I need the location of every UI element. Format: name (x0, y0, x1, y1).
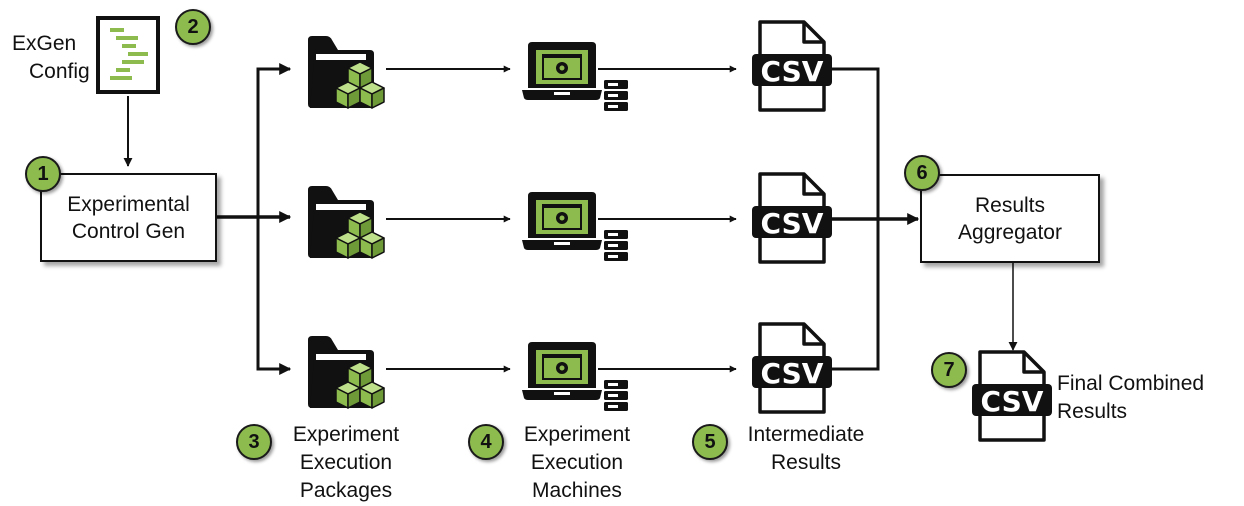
machines-label: Experiment Execution Machines (497, 421, 657, 505)
package-folder-icon-1 (307, 35, 385, 109)
step-badge-5: 5 (692, 424, 728, 460)
step-badge-1: 1 (25, 156, 61, 192)
arrow-control-to-top (256, 63, 292, 217)
arrow-control-to-bottom (256, 217, 292, 375)
control-gen-line2: Control Gen (71, 219, 186, 243)
package-folder-icon-2 (307, 185, 385, 259)
intermediate-label-line1: Intermediate (747, 423, 865, 446)
connector-lines (123, 63, 1018, 375)
final-label-line1: Final Combined (1057, 372, 1205, 395)
step-badge-2: 2 (175, 9, 211, 45)
packages-label: Experiment Execution Packages (266, 421, 426, 505)
machine-laptop-icon-2 (522, 192, 628, 261)
step-badge-7: 7 (931, 352, 967, 388)
config-label-line1: ExGen (12, 32, 77, 55)
intermediate-results-label: Intermediate Results (726, 421, 886, 477)
config-label: ExGen Config (12, 30, 90, 86)
packages-label-line1: Experiment (292, 423, 400, 446)
package-folder-icon-3 (307, 335, 385, 409)
packages-label-line3: Packages (299, 479, 393, 502)
csv-text-2: CSV (761, 207, 824, 240)
experimental-control-gen-box: Experimental Control Gen (40, 173, 217, 262)
csv-text-3: CSV (761, 357, 824, 390)
packages-label-line2: Execution (299, 451, 393, 474)
step-badge-6: 6 (904, 155, 940, 191)
machine-laptop-icon-1 (522, 42, 628, 111)
config-label-line2: Config (29, 60, 90, 83)
machines-label-line1: Experiment (523, 423, 631, 446)
step-badge-4: 4 (468, 424, 504, 460)
machines-label-line3: Machines (532, 479, 622, 502)
aggregator-line2: Aggregator (958, 220, 1062, 244)
step-badge-3: 3 (236, 424, 272, 460)
intermediate-label-line2: Results (770, 451, 842, 474)
results-aggregator-box: Results Aggregator (920, 174, 1100, 263)
final-combined-results-label: Final Combined Results (1057, 370, 1204, 426)
csv-text-1: CSV (761, 55, 824, 88)
config-document-icon (96, 16, 160, 94)
machines-label-line2: Execution (530, 451, 624, 474)
aggregator-line1: Results (974, 193, 1046, 217)
csv-text-final: CSV (981, 385, 1044, 418)
machine-laptop-icon-3 (522, 342, 628, 411)
control-gen-line1: Experimental (67, 192, 190, 216)
final-label-line2: Results (1057, 400, 1128, 423)
